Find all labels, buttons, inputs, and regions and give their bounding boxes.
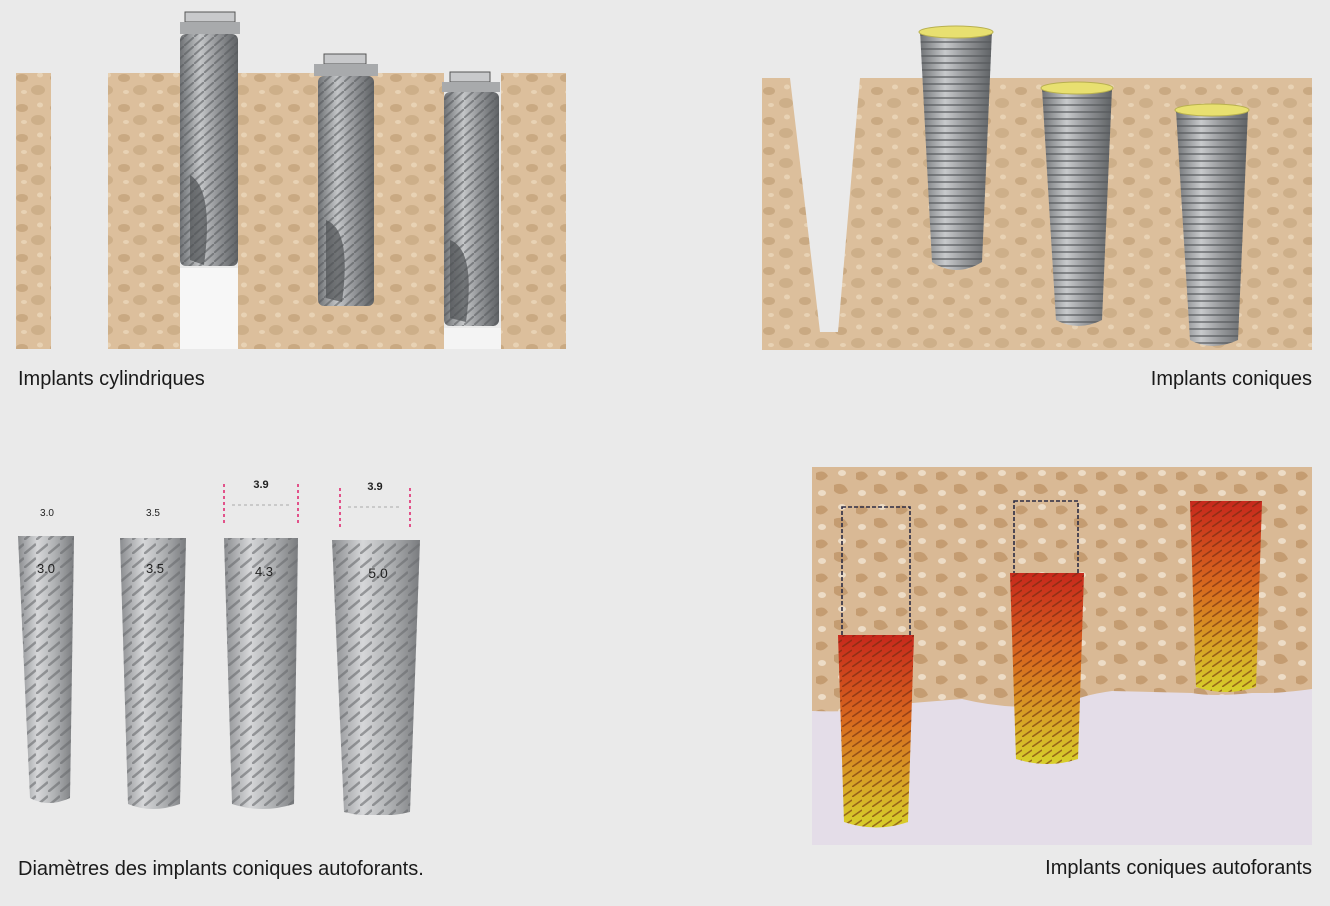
implant-2-top-label: 3.5 (146, 508, 160, 519)
diameter-figure: 3.0 3.5 3.9 3.9 3.0 3.5 4.3 5.0 (12, 470, 432, 815)
conical-implants-illustration (760, 22, 1315, 357)
self-tapping-implants-illustration (812, 467, 1312, 845)
implant-1-body-label: 3.0 (37, 561, 55, 576)
caption-cylindrical: Implants cylindriques (18, 368, 205, 390)
cylindrical-implants-illustration (14, 10, 569, 355)
caption-self-tapping: Implants coniques autoforants (1045, 857, 1312, 879)
implant-3-body-label: 4.3 (255, 564, 273, 579)
caption-diameters: Diamètres des implants coniques autofora… (18, 858, 424, 880)
implant-1 (180, 11, 240, 266)
implant-4-body-label: 5.0 (368, 565, 388, 581)
implant-1-top-label: 3.0 (40, 508, 54, 519)
caption-conical: Implants coniques (1150, 368, 1312, 390)
implant-3-top-label: 3.9 (253, 479, 268, 491)
implant-2-body-label: 3.5 (146, 561, 164, 576)
implant-4-top-label: 3.9 (367, 481, 382, 493)
